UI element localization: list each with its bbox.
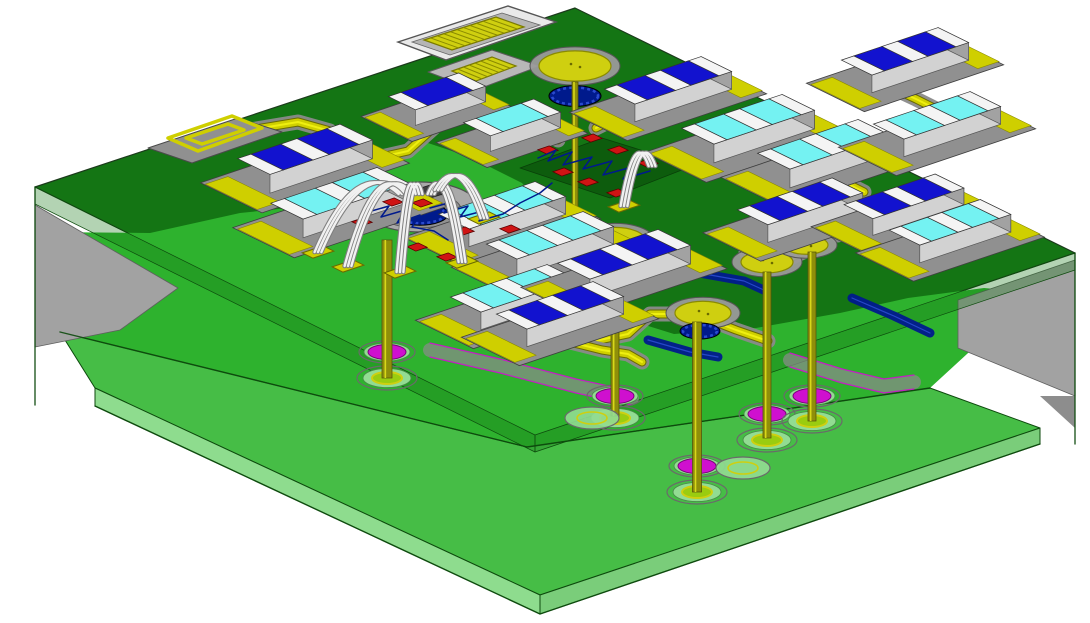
smd-chip-blue-cap <box>687 56 733 77</box>
connector-board-pad-gold-ridge <box>457 68 482 80</box>
smd-chip-blue-cap <box>818 177 864 198</box>
circular-pad-4 <box>674 300 732 326</box>
left-launch-ring-outer <box>166 114 264 153</box>
circular-pad-3-dot <box>809 244 813 248</box>
empty-land-ring <box>715 456 771 480</box>
port-square <box>580 133 604 143</box>
smd-chip-cyan-cap <box>768 94 816 116</box>
port-square <box>606 145 630 155</box>
smd-chip-blue-cap <box>445 72 487 91</box>
smd-chip-cyan-terminal-pad <box>236 220 314 255</box>
wirebond <box>398 182 421 274</box>
smd-chip-cyan-terminal-pad <box>439 137 500 165</box>
via-pillar-b <box>692 321 702 493</box>
floating-connector-ridge <box>489 18 518 30</box>
smd-chip-cyan-terminal-pad <box>842 140 914 173</box>
port-square <box>405 242 429 252</box>
wirebond <box>626 151 657 208</box>
smd-chip-cyan-cap <box>569 211 615 232</box>
smd-chip-cyan-cap <box>967 199 1012 219</box>
circular-pad-4-dot <box>697 309 701 313</box>
connector-board-pad-gold-ridge <box>468 64 494 76</box>
smd-chip-blue-cap <box>922 173 965 193</box>
floating-connector-ridge <box>443 33 472 45</box>
smd-chip-cyan-cap <box>956 91 1002 112</box>
buried-navy-line-right-edge <box>851 297 931 334</box>
buried-navy-line-lower-edge <box>647 339 719 358</box>
smd-chip-blue-cap <box>325 123 374 145</box>
smd-chip-cyan-cap <box>520 98 562 117</box>
top-via-pad <box>538 50 612 82</box>
smd-chip-blue-cap <box>579 281 625 302</box>
floating-connector-gold-block <box>422 16 526 51</box>
floating-connector-ridge <box>469 24 498 36</box>
left-launch-ring-inner <box>184 122 246 146</box>
port-square <box>536 145 560 155</box>
smd-chip-blue-cap <box>924 27 970 48</box>
via-pillar-c <box>762 271 772 439</box>
floating-connector-ridge <box>463 26 492 38</box>
right-corner-lower-side-face <box>1040 396 1075 428</box>
wirebond <box>433 174 482 220</box>
die-bondwire-navy <box>367 205 449 241</box>
bottom-slab-bottom-edge <box>94 405 1041 615</box>
floating-connector-ridge <box>430 37 459 49</box>
smd-chip-blue-terminal-pad <box>814 220 883 251</box>
smd-chip-blue-terminal-pad <box>810 76 882 109</box>
connector-board-pad-gold-ridge <box>463 66 488 78</box>
connector-board-pad-gold-ridge <box>480 60 505 71</box>
floating-connector-ridge <box>436 35 466 47</box>
smd-chip-blue-terminal-pad <box>465 330 537 363</box>
buried-channel-left-edge <box>429 342 633 392</box>
smd-chip-blue-terminal-pad <box>364 111 425 139</box>
wirebond <box>395 182 417 274</box>
smd-chip-blue-terminal-pad <box>706 226 778 259</box>
wirebond <box>343 182 407 268</box>
floating-connector-ridge <box>450 31 479 43</box>
smd-chip-blue-terminal-pad <box>573 105 645 138</box>
smd-chip-blue-cap <box>644 229 692 251</box>
port-square <box>551 167 575 177</box>
floating-connector-ridge <box>482 20 512 32</box>
wirebond <box>346 182 411 268</box>
connector-board-pad-gold-ridge <box>486 58 511 69</box>
empty-land-ring <box>564 406 620 430</box>
circular-pad-4-dot <box>706 312 710 316</box>
empty-land-ring-inner <box>727 461 759 475</box>
port-square <box>410 198 434 208</box>
wirebond <box>440 174 489 220</box>
smd-chip-cyan-terminal-pad <box>859 247 930 279</box>
smd-chip-cyan-cap <box>521 181 567 202</box>
top-via-pad-dot <box>578 65 582 69</box>
smd-chip-blue-terminal-pad <box>204 176 281 210</box>
via-pillar-d <box>807 251 817 422</box>
circular-pad-2-dot <box>770 261 774 265</box>
middle-board-front-edge <box>59 331 931 448</box>
via-pillar-central <box>381 239 393 379</box>
top-via-pad-dot <box>569 62 573 66</box>
wirebond <box>350 182 414 268</box>
wirebond <box>622 151 654 208</box>
floating-connector-ridge <box>456 29 485 41</box>
smd-chip-cyan-terminal-pad <box>648 145 725 180</box>
empty-land-ring-inner <box>576 411 608 425</box>
floating-connector-ridge <box>476 22 505 34</box>
port-square <box>576 177 600 187</box>
wirebond <box>436 174 486 220</box>
wirebond <box>619 151 650 208</box>
port-square <box>498 224 522 234</box>
connector-board-pad-gold-ridge <box>474 62 500 73</box>
wirebond <box>316 181 404 254</box>
wirebond <box>402 182 424 274</box>
